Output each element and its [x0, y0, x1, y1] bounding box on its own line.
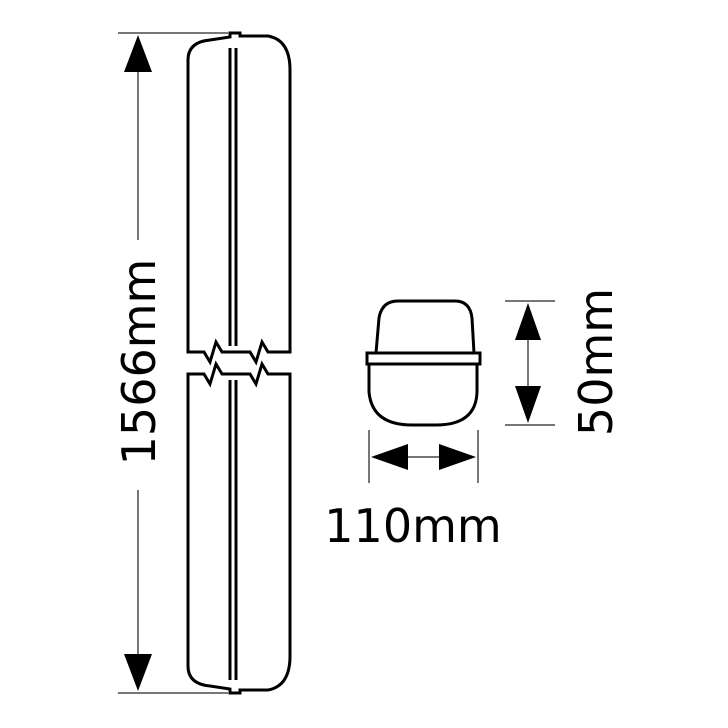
width-label: 110mm — [324, 499, 501, 553]
arrow-down-icon — [515, 386, 541, 423]
length-dimension — [118, 32, 228, 694]
fixture-side-view — [186, 31, 292, 695]
arrow-down-icon — [124, 654, 152, 691]
fixture-cross-section — [365, 299, 482, 427]
arrow-left-icon — [371, 444, 408, 470]
arrow-right-icon — [439, 444, 476, 470]
height-label: 50mm — [569, 288, 623, 436]
height-dimension — [505, 300, 555, 426]
arrow-up-icon — [515, 303, 541, 340]
arrow-up-icon — [124, 35, 152, 72]
length-label: 1566mm — [112, 259, 166, 466]
width-dimension — [368, 430, 479, 483]
